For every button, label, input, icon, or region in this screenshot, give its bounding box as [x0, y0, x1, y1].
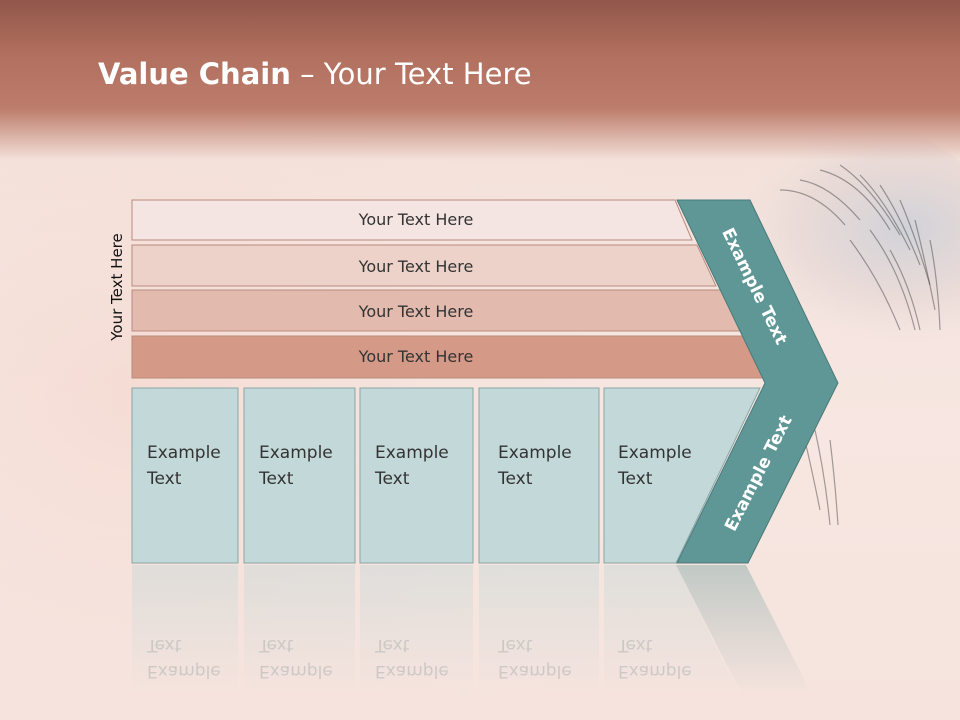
primary-column-4-line1: Example [498, 443, 572, 463]
primary-column-5-line1: Example [618, 443, 692, 463]
primary-column-5-reflection-line2: Text [618, 635, 653, 655]
primary-column-5-reflection-line1: Example [618, 661, 692, 681]
primary-column-5 [603, 387, 761, 564]
primary-column-3-reflection-text: Example Text [375, 632, 449, 684]
support-bar-1-label: Your Text Here [358, 210, 474, 229]
primary-column-2-line2: Text [259, 469, 294, 489]
title-rest: – Your Text Here [290, 57, 532, 91]
primary-column-1 [131, 387, 239, 564]
primary-column-2-reflection-text: Example Text [259, 632, 333, 684]
primary-column-1-reflection-text: Example Text [147, 632, 221, 684]
primary-column-4-reflection-line1: Example [498, 661, 572, 681]
slide-title: Value Chain – Your Text Here [98, 54, 532, 94]
support-bar-2-label: Your Text Here [358, 257, 474, 276]
primary-column-3-line1: Example [375, 443, 449, 463]
chevron-reflection [676, 565, 812, 695]
support-bar-2: Your Text Here [131, 244, 717, 287]
support-bar-4: Your Text Here [131, 335, 764, 379]
columns-reflection [132, 565, 812, 695]
primary-column-3-line2: Text [375, 469, 410, 489]
column-reflection-3 [360, 565, 473, 695]
support-bar-2-shape [131, 244, 717, 287]
column-reflection-5 [604, 565, 740, 695]
column-reflection-1 [132, 565, 238, 695]
column-reflection-4 [479, 565, 599, 695]
primary-column-2-reflection-line2: Text [259, 635, 294, 655]
primary-column-1-reflection-line1: Example [147, 661, 221, 681]
support-bar-3: Your Text Here [131, 289, 741, 332]
primary-column-4-reflection-line2: Text [498, 635, 533, 655]
support-bar-3-label: Your Text Here [358, 302, 474, 321]
title-bold: Value Chain [98, 57, 291, 91]
title-band [0, 0, 960, 160]
primary-column-4-reflection-text: Example Text [498, 632, 572, 684]
primary-column-4-line2: Text [498, 469, 533, 489]
support-bar-1-shape [131, 199, 693, 241]
margin-chevron-shape [676, 199, 839, 564]
primary-column-1-line2: Text [147, 469, 182, 489]
primary-column-2-reflection-line1: Example [259, 661, 333, 681]
support-bar-4-label: Your Text Here [358, 347, 474, 366]
primary-column-4 [478, 387, 600, 564]
primary-column-3 [359, 387, 474, 564]
primary-column-1-reflection-line2: Text [147, 635, 182, 655]
primary-columns [131, 387, 761, 564]
primary-column-3-reflection-line2: Text [375, 635, 410, 655]
primary-column-3-reflection-line1: Example [375, 661, 449, 681]
primary-column-2 [243, 387, 356, 564]
primary-column-2-line1: Example [259, 443, 333, 463]
primary-column-1-line1: Example [147, 443, 221, 463]
column-reflection-2 [244, 565, 355, 695]
primary-column-5-reflection-text: Example Text [618, 632, 692, 684]
support-bar-1: Your Text Here [131, 199, 693, 241]
primary-column-5-line2: Text [618, 469, 653, 489]
